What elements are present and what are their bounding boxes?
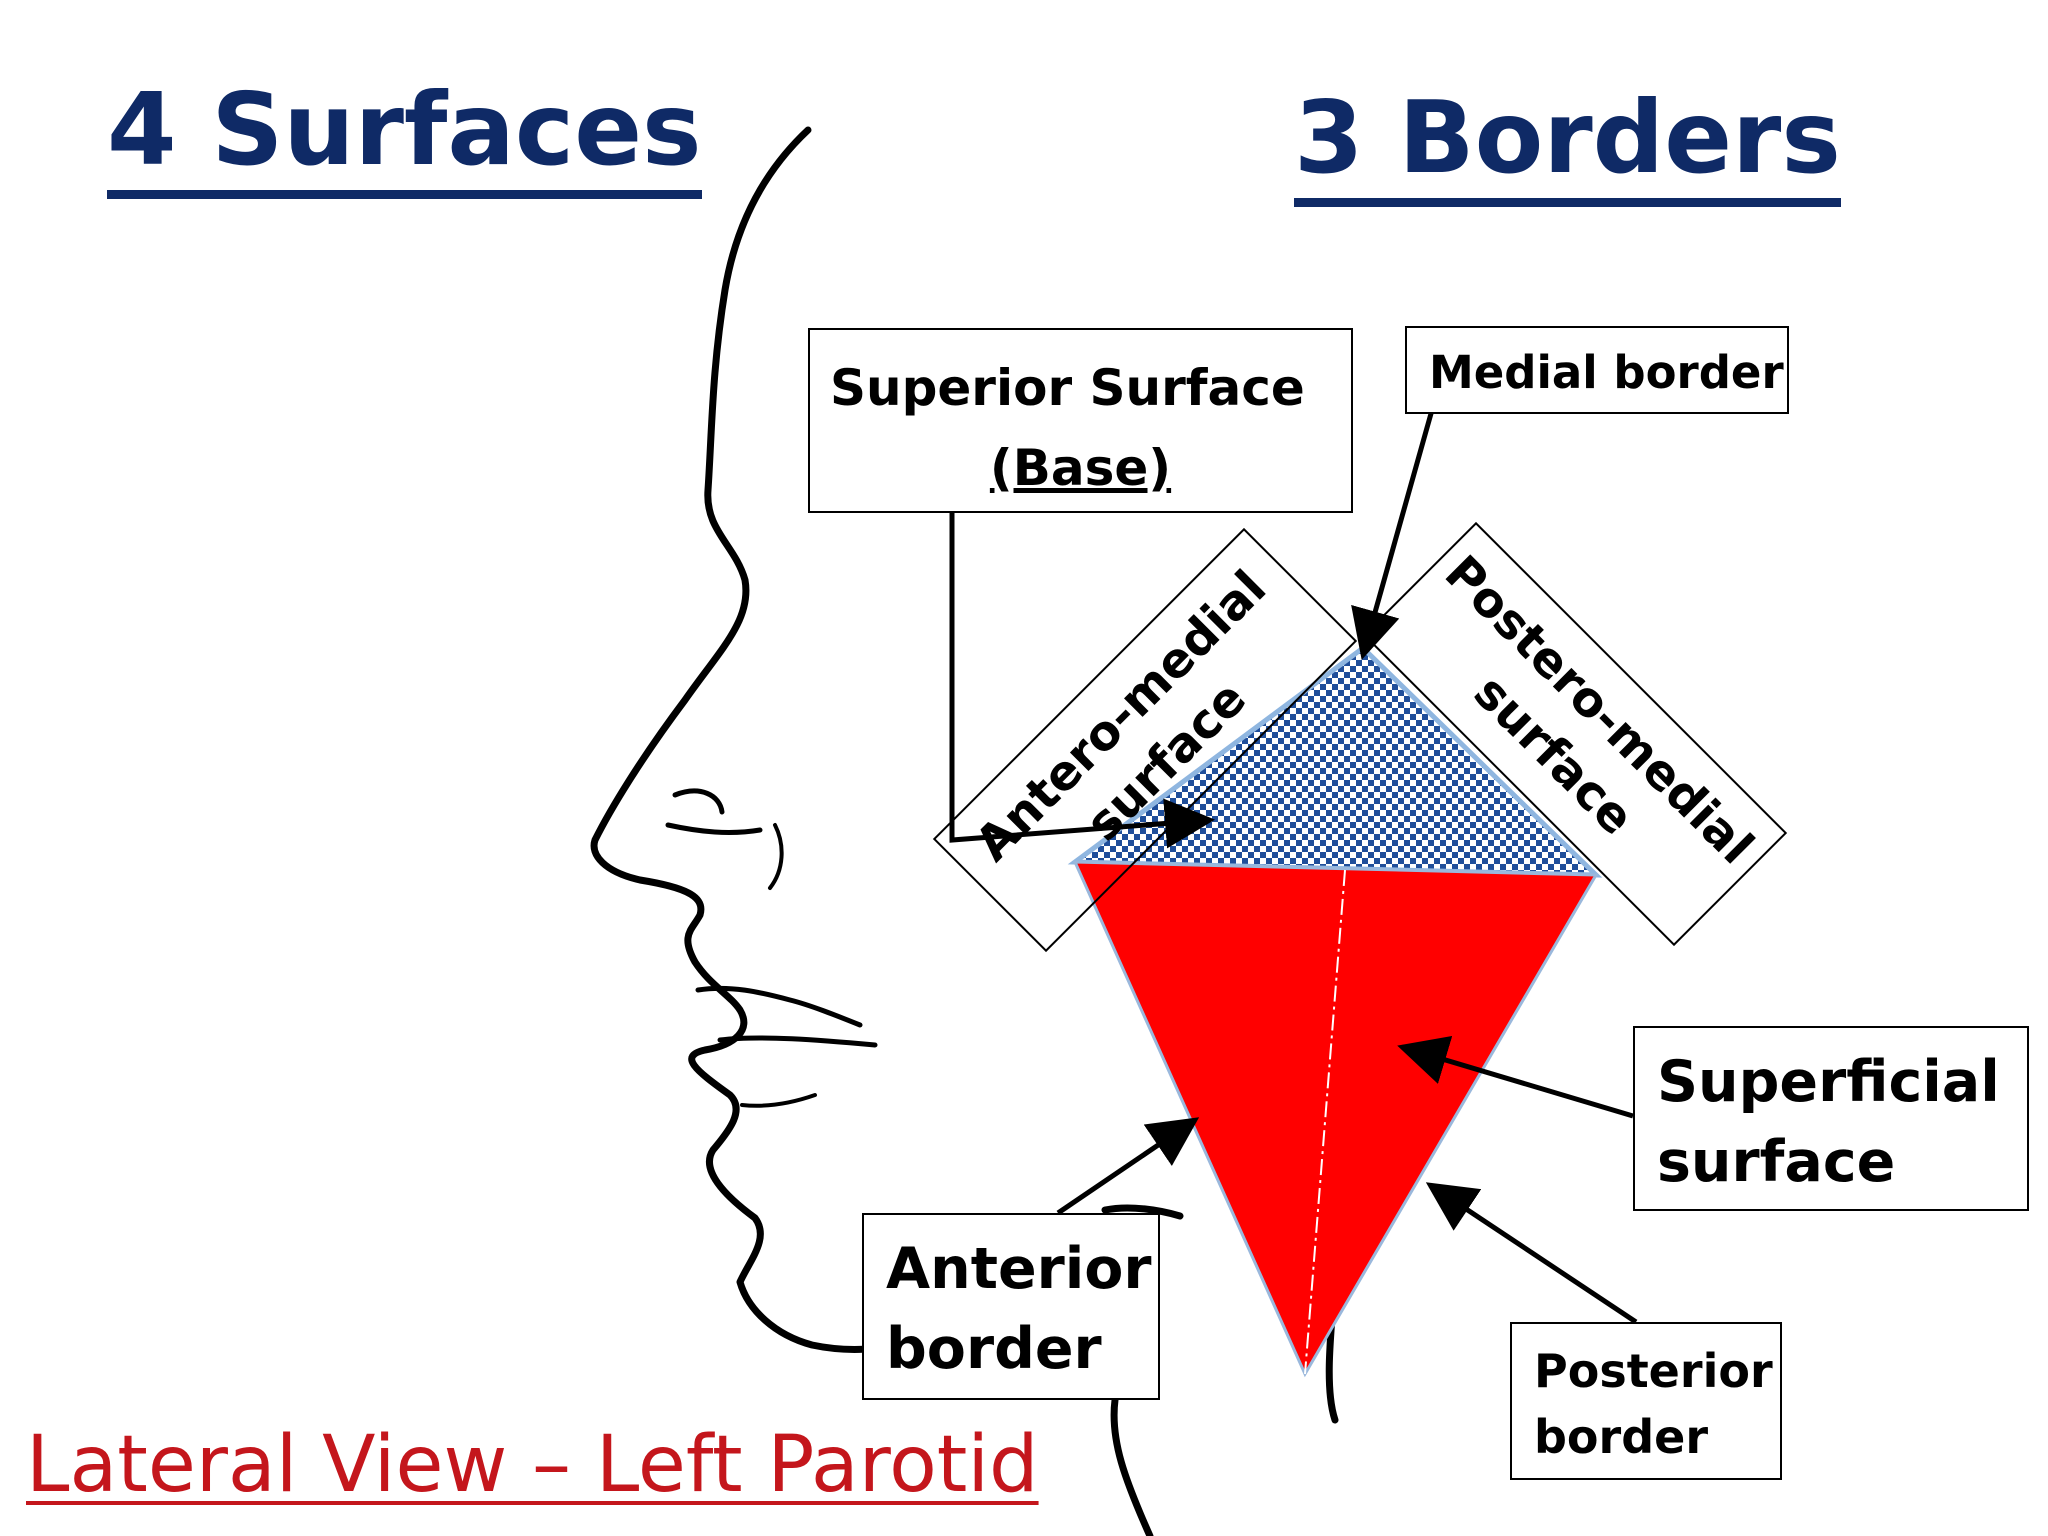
surfaces-heading: 4 Surfaces <box>107 80 702 199</box>
superficial-label-line1: Superficial <box>1657 1049 2000 1115</box>
superior-label-line1: Superior Surface <box>830 359 1305 417</box>
nasal-crease <box>768 823 784 890</box>
superficial-surface-label: Superficial surface <box>1633 1026 2029 1211</box>
medial-arrow <box>1351 409 1435 660</box>
nostril <box>665 788 763 835</box>
anterior-label-line2: border <box>886 1316 1102 1382</box>
superior-label-line2: (Base) <box>989 439 1172 497</box>
forehead-nose-line <box>590 126 909 1353</box>
superficial-arrow <box>1397 1035 1634 1119</box>
borders-heading: 3 Borders <box>1294 88 1841 207</box>
superficial-label-line2: surface <box>1657 1129 1896 1195</box>
view-caption: Lateral View – Left Parotid <box>26 1420 1039 1510</box>
anterior-label-line1: Anterior <box>886 1236 1152 1302</box>
lip-lower <box>740 1093 817 1108</box>
neck-line-left <box>1110 1396 1154 1536</box>
anterior-border-label: Anterior border <box>862 1213 1160 1400</box>
superior-arrow <box>949 488 1215 849</box>
medial-border-label: Medial border <box>1405 326 1789 414</box>
anterior-arrow <box>1056 1117 1200 1216</box>
posterior-label-line1: Posterior <box>1534 1344 1773 1398</box>
lips <box>695 985 878 1048</box>
superior-surface-label: Superior Surface (Base) <box>808 328 1353 513</box>
medial-border-line <box>1304 869 1346 1375</box>
posterior-label-line2: border <box>1534 1410 1709 1464</box>
jaw-line <box>1101 1204 1184 1220</box>
posterior-border-label: Posterior border <box>1510 1322 1782 1480</box>
arrows <box>949 409 1638 1325</box>
posterior-arrow <box>1425 1182 1638 1325</box>
